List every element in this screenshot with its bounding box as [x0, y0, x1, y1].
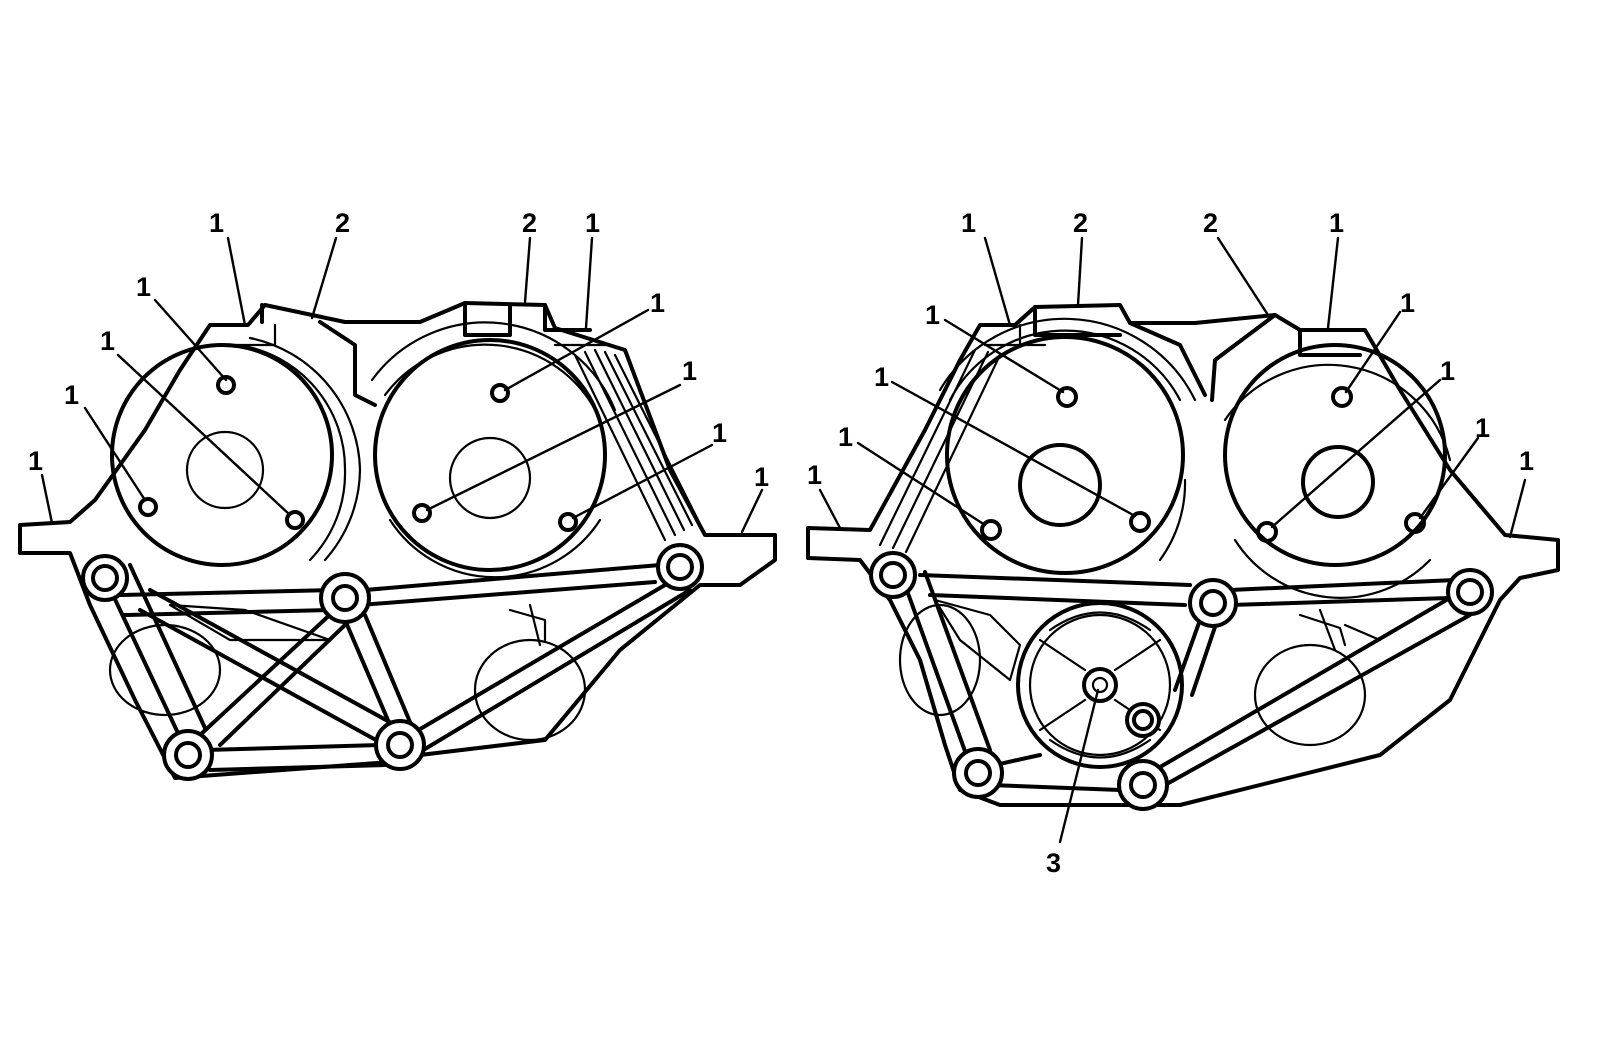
- left-strut-e: [203, 743, 387, 772]
- right-strut-d: [1153, 593, 1472, 787]
- right-callout-2-a: 2: [1073, 208, 1088, 238]
- right-callout-1-b: 1: [925, 300, 940, 330]
- right-strut-b: [918, 573, 1192, 607]
- right-top-block-b: [1210, 313, 1362, 402]
- left-callout-1-g: 1: [682, 356, 697, 386]
- right-boss-2: [1188, 578, 1238, 628]
- left-cam-shell-1b: [248, 336, 362, 562]
- left-lower-oval-1: [108, 623, 222, 717]
- right-cam-shell-2: [1223, 363, 1452, 599]
- left-boss-2: [319, 572, 371, 624]
- left-callout-1-top-a: 1: [209, 208, 224, 238]
- left-bolt-hole-5: [412, 503, 432, 523]
- right-bolt-hole-2: [980, 519, 1002, 541]
- left-strut-i: [168, 603, 332, 642]
- left-cam-shell-2b: [370, 321, 617, 412]
- left-bolt-hole-2: [138, 497, 158, 517]
- right-callout-1-h: 1: [1475, 413, 1490, 443]
- left-callout-1-f: 1: [650, 288, 665, 318]
- left-strut-c: [198, 608, 347, 747]
- left-cam-cavity-1: [110, 343, 334, 567]
- left-lower-oval-2: [473, 638, 587, 742]
- right-top-flange: [983, 323, 1047, 347]
- left-top-block-b: [463, 301, 592, 337]
- right-strut-g: [933, 598, 1022, 682]
- right-cam-center-1: [1018, 443, 1102, 527]
- water-pump: [1016, 601, 1184, 769]
- left-boss-4: [162, 729, 214, 781]
- left-boss-1: [81, 554, 129, 602]
- right-boss-4: [952, 747, 1004, 799]
- right-small-port: [1125, 702, 1161, 738]
- right-cam-cavity-2: [1223, 343, 1447, 567]
- left-strut-d: [138, 588, 397, 747]
- right-bolt-hole-1: [1056, 386, 1078, 408]
- right-boss-1: [869, 551, 917, 599]
- right-callout-1-f: 1: [1400, 288, 1415, 318]
- left-callout-1-b: 1: [136, 272, 151, 302]
- right-cover-view: 1 2 2 1 1 1 1 1 1 1 1 1 3: [806, 208, 1560, 878]
- right-bolt-hole-3: [1129, 511, 1151, 533]
- right-strut-e: [1228, 578, 1457, 607]
- left-right-ribs: [573, 348, 700, 542]
- right-bolt-hole-4: [1331, 386, 1353, 408]
- right-cam-cavity-1: [945, 335, 1185, 575]
- right-strut-c: [988, 753, 1122, 792]
- left-callout-2-b: 2: [522, 208, 537, 238]
- left-strut-g: [408, 583, 692, 754]
- right-lower-oval-1: [898, 603, 982, 717]
- left-frame-detail: [508, 603, 547, 647]
- left-cover-view: 1 2 2 1 1 1 1 1 1 1 1 1: [18, 208, 777, 781]
- left-strut-h: [358, 563, 662, 607]
- right-boss-5: [1117, 759, 1169, 811]
- right-callout-3: 3: [1046, 848, 1061, 878]
- right-cam-center-2: [1301, 445, 1375, 519]
- right-frame-detail: [1298, 608, 1382, 652]
- left-boss-3: [656, 543, 704, 591]
- right-callout-1-i: 1: [1519, 446, 1534, 476]
- left-strut-f: [343, 613, 412, 727]
- right-callout-1-c: 1: [874, 362, 889, 392]
- left-cam-shell-1: [236, 343, 347, 562]
- right-callout-1-g: 1: [1440, 356, 1455, 386]
- left-bolt-hole-4: [490, 383, 510, 403]
- right-strut-f: [1173, 616, 1220, 697]
- left-cam-center-2: [448, 436, 532, 520]
- right-cover-outline: [806, 303, 1560, 807]
- left-callout-1-c: 1: [100, 326, 115, 356]
- right-cam-shell-1: [948, 329, 1187, 562]
- left-callout-1-e: 1: [28, 446, 43, 476]
- right-callout-1-top-a: 1: [961, 208, 976, 238]
- left-cam-center-1: [185, 430, 265, 510]
- left-callout-1-top-b: 1: [585, 208, 600, 238]
- right-callout-2-b: 2: [1203, 208, 1218, 238]
- left-callout-1-d: 1: [64, 380, 79, 410]
- right-leaders: [818, 236, 1527, 844]
- left-callout-2-a: 2: [335, 208, 350, 238]
- left-callout-1-h: 1: [712, 418, 727, 448]
- left-strut-a: [103, 563, 207, 750]
- right-lower-oval-2: [1253, 643, 1367, 747]
- right-boss-3: [1446, 568, 1494, 616]
- left-boss-5: [374, 719, 426, 771]
- right-callout-1-top-b: 1: [1329, 208, 1344, 238]
- left-bolt-hole-3: [285, 510, 305, 530]
- right-callout-1-d: 1: [838, 422, 853, 452]
- right-callout-1-e: 1: [807, 460, 822, 490]
- right-bolt-hole-5: [1256, 521, 1278, 543]
- right-left-ribs: [878, 348, 1002, 554]
- left-bolt-hole-1: [216, 375, 236, 395]
- left-leaders: [40, 236, 764, 534]
- left-bolt-hole-6: [558, 512, 578, 532]
- left-callout-1-i: 1: [754, 462, 769, 492]
- left-cam-cavity-2: [373, 338, 607, 572]
- right-bolt-hole-6: [1404, 512, 1426, 534]
- left-top-block-a: [260, 303, 377, 407]
- right-cam-shell-1b: [938, 317, 1197, 402]
